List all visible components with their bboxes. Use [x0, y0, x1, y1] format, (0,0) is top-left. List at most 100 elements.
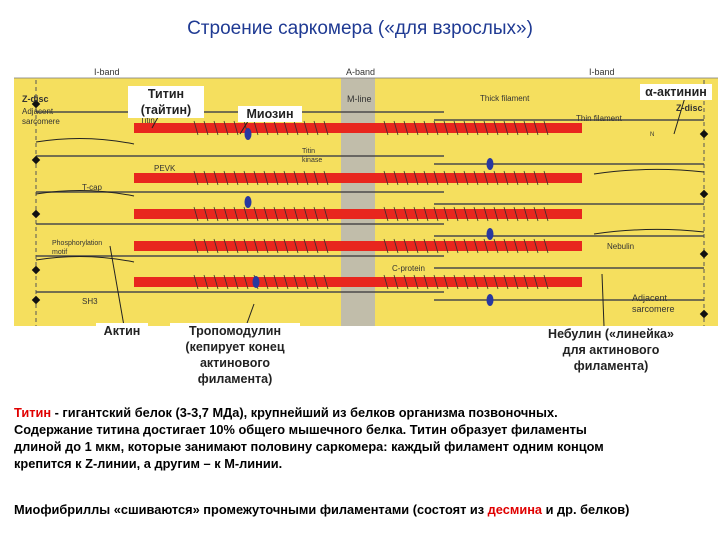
myosin-head: [513, 206, 519, 222]
myosin-head: [483, 206, 489, 222]
myosin-head: [243, 274, 249, 290]
myosin-head: [213, 120, 219, 136]
myosin-head: [403, 274, 409, 290]
myosin-head: [203, 206, 209, 222]
page-title: Строение саркомера («для взрослых»): [187, 18, 533, 39]
myosin-head: [383, 170, 389, 186]
myosin-head: [233, 274, 239, 290]
myosin-head: [283, 170, 289, 186]
titin-paragraph-text-1: - гигантский белок (3-3,7 МДа), крупнейш…: [51, 405, 558, 420]
myosin-head: [263, 206, 269, 222]
myosin-head: [493, 206, 499, 222]
myosin-head: [463, 170, 469, 186]
z-disc-left-label: Z-disc: [22, 94, 49, 104]
myosin-head: [533, 170, 539, 186]
myosin-head: [403, 170, 409, 186]
myosin-head: [303, 170, 309, 186]
myosin-head: [273, 238, 279, 254]
titin-strand: [35, 255, 135, 263]
tropomodulin-cap: [244, 196, 252, 208]
myosin-head: [503, 206, 509, 222]
z-disc-marker: [31, 155, 41, 165]
myosin-head: [543, 274, 549, 290]
myosin-head: [203, 120, 209, 136]
myosin-head: [193, 206, 199, 222]
myofibril-text-after: и др. белков): [542, 502, 630, 517]
myosin-head: [423, 206, 429, 222]
nebulin-annotation-line-2: для актинового: [562, 343, 660, 357]
myosin-head: [543, 120, 549, 136]
myosin-head: [433, 170, 439, 186]
myosin-head: [233, 170, 239, 186]
myosin-head: [423, 238, 429, 254]
myosin-head: [453, 170, 459, 186]
myosin-head: [203, 274, 209, 290]
myosin-head: [193, 238, 199, 254]
desmin-term: десмина: [487, 502, 543, 517]
myosin-head: [313, 238, 319, 254]
myosin-head: [383, 238, 389, 254]
myosin-head: [243, 206, 249, 222]
myosin-head: [543, 238, 549, 254]
myosin-head: [443, 120, 449, 136]
myosin-head: [423, 170, 429, 186]
titin-paragraph-line-1: Титин - гигантский белок (3-3,7 МДа), кр…: [14, 404, 709, 421]
myofibril-paragraph: Миофибриллы «сшиваются» промежуточными ф…: [14, 501, 709, 518]
myosin-head: [483, 274, 489, 290]
myosin-head: [283, 274, 289, 290]
myosin-head: [393, 120, 399, 136]
tropomodulin-annotation: Тропомодулин (кепирует конец актинового …: [170, 323, 300, 387]
nebulin-annotation: Небулин («линейка» для актинового филаме…: [528, 326, 694, 374]
band-label-strip: [14, 64, 718, 78]
myosin-head: [473, 238, 479, 254]
myosin-head: [403, 206, 409, 222]
myosin-head: [393, 170, 399, 186]
sh3-label: SH3: [82, 297, 98, 306]
myosin-head: [513, 170, 519, 186]
nebulin-annotation-line-3: филамента): [573, 359, 649, 373]
myosin-head: [413, 170, 419, 186]
titin-annotation: Титин (тайтин): [128, 86, 204, 118]
myosin-head: [433, 274, 439, 290]
myosin-head: [443, 238, 449, 254]
myosin-head: [493, 274, 499, 290]
n-label: N: [650, 132, 654, 138]
actin-annotation: Актин: [96, 323, 148, 339]
myosin-head: [243, 170, 249, 186]
myosin-head: [443, 170, 449, 186]
myosin-head: [443, 274, 449, 290]
filament-layer: [31, 99, 709, 319]
myosin-head: [493, 170, 499, 186]
myofibril-text-before: Миофибриллы «сшиваются» промежуточными ф…: [14, 502, 488, 517]
myosin-head: [533, 238, 539, 254]
myosin-head: [533, 206, 539, 222]
titin-annotation-line-2: (тайтин): [140, 103, 192, 117]
myosin-head: [293, 120, 299, 136]
tropomodulin-line-2: (кепирует конец: [185, 340, 285, 354]
band-label-a: A-band: [346, 67, 375, 77]
tropomodulin-line-1: Тропомодулин: [188, 324, 282, 338]
myosin-head: [503, 120, 509, 136]
tropomodulin-cap: [486, 294, 494, 306]
myosin-head: [233, 120, 239, 136]
myosin-head: [463, 120, 469, 136]
myosin-head: [403, 120, 409, 136]
sarcomere-diagram: I-band A-band I-band Z-disc Adjacent sar…: [14, 64, 718, 326]
myosin-head: [483, 170, 489, 186]
myosin-head: [253, 206, 259, 222]
nebulin-annotation-line-1: Небулин («линейка»: [548, 327, 674, 341]
myosin-head: [523, 120, 529, 136]
myosin-head: [263, 238, 269, 254]
myosin-head: [463, 206, 469, 222]
myosin-head: [483, 238, 489, 254]
myosin-head: [523, 170, 529, 186]
myosin-head: [503, 170, 509, 186]
myosin-head: [433, 238, 439, 254]
tropomodulin-cap: [252, 276, 260, 288]
myosin-head: [253, 238, 259, 254]
myosin-head: [313, 206, 319, 222]
titin-kinase-label-2: kinase: [302, 157, 322, 164]
myosin-head: [273, 274, 279, 290]
pevk-label: PEVK: [154, 164, 176, 173]
myosin-head: [293, 206, 299, 222]
